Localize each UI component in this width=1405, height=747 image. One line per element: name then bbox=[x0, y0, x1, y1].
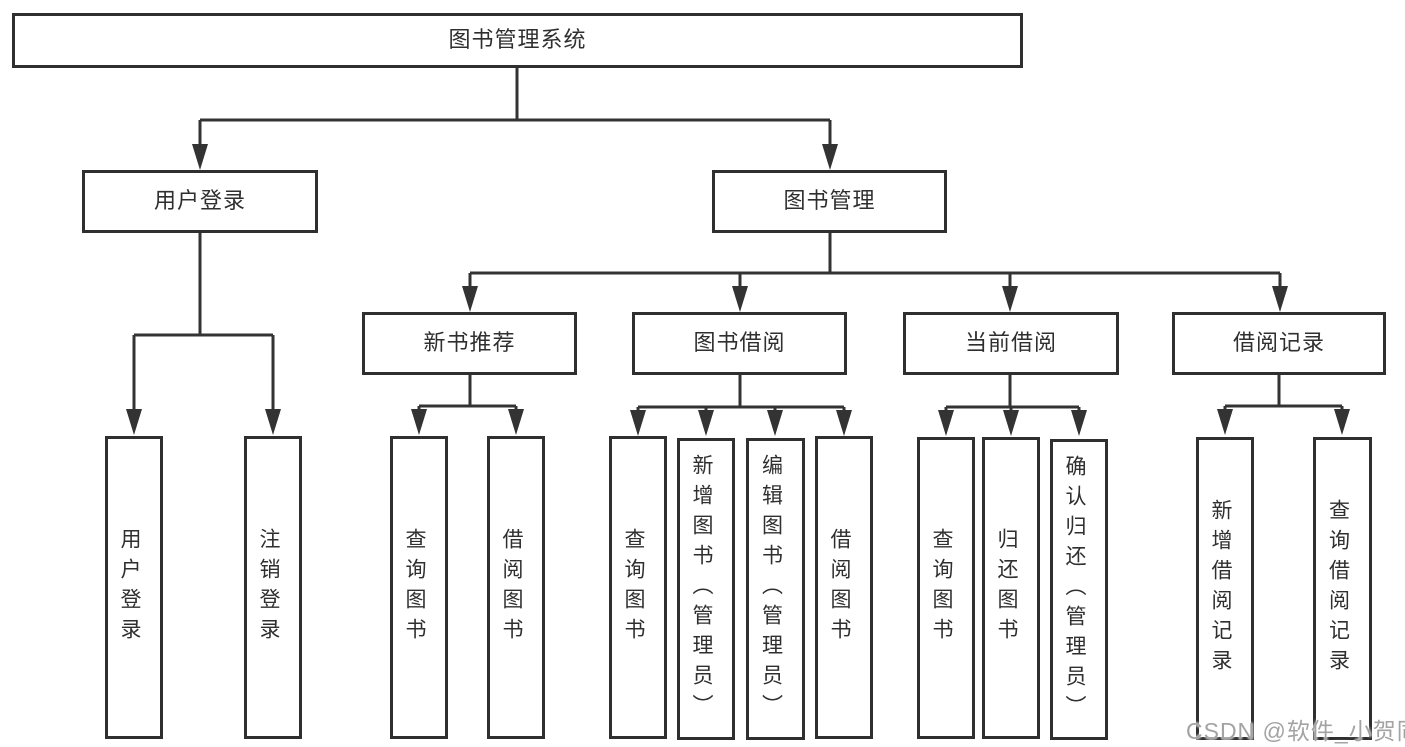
edge-new-book-children bbox=[417, 375, 518, 411]
node-label: 借阅图书 bbox=[828, 527, 851, 648]
node-root-system: 图书管理系统 bbox=[12, 13, 1023, 68]
node-borrow-record: 借阅记录 bbox=[1172, 312, 1386, 375]
leaf-cb-return-book: 归还图书 bbox=[982, 437, 1040, 739]
edge-book-mgmt-children bbox=[468, 233, 1282, 287]
node-label: 借阅记录 bbox=[1232, 330, 1325, 356]
node-book-borrow: 图书借阅 bbox=[632, 312, 847, 375]
edge-current-borrow-children bbox=[944, 375, 1081, 412]
node-label: 用户登录 bbox=[118, 527, 141, 648]
leaf-br-query-record: 查询借阅记录 bbox=[1313, 437, 1372, 740]
edge-user-login-children bbox=[132, 233, 275, 410]
node-label: 注销登录 bbox=[257, 527, 280, 648]
node-label: 编辑图书（管理员） bbox=[759, 454, 783, 724]
leaf-bb-add-book-admin: 新增图书（管理员） bbox=[677, 438, 735, 740]
leaf-logout-login: 注销登录 bbox=[244, 436, 302, 739]
node-label: 查询图书 bbox=[930, 528, 953, 648]
leaf-bb-query-book: 查询图书 bbox=[609, 436, 667, 739]
leaf-nbr-query-book: 查询图书 bbox=[390, 436, 448, 739]
csdn-watermark: CSDN @软件_小贺同学 bbox=[1186, 718, 1405, 744]
node-label: 确认归还（管理员） bbox=[1063, 454, 1086, 725]
node-label: 图书管理 bbox=[783, 188, 876, 214]
leaf-cb-query-book: 查询图书 bbox=[917, 437, 975, 739]
leaf-cb-confirm-return-admin: 确认归还（管理员） bbox=[1050, 439, 1108, 740]
node-new-book-recommend: 新书推荐 bbox=[362, 312, 577, 375]
leaf-br-add-record: 新增借阅记录 bbox=[1196, 437, 1254, 740]
node-label: 新书推荐 bbox=[423, 330, 516, 356]
edge-borrow-record-children bbox=[1223, 375, 1344, 411]
node-label: 用户登录 bbox=[153, 188, 246, 214]
leaf-bb-borrow-book: 借阅图书 bbox=[815, 436, 873, 739]
node-label: 新增借阅记录 bbox=[1209, 498, 1232, 679]
node-label: 查询借阅记录 bbox=[1326, 498, 1350, 679]
leaf-nbr-borrow-book: 借阅图书 bbox=[487, 436, 545, 739]
node-user-login: 用户登录 bbox=[82, 170, 318, 233]
leaf-bb-edit-book-admin: 编辑图书（管理员） bbox=[746, 438, 805, 740]
node-label: 当前借阅 bbox=[964, 330, 1057, 356]
node-label: 借阅图书 bbox=[500, 527, 523, 648]
node-label: 图书借阅 bbox=[693, 330, 786, 356]
leaf-user-login: 用户登录 bbox=[105, 436, 163, 739]
node-label: 归还图书 bbox=[995, 528, 1018, 648]
node-current-borrow: 当前借阅 bbox=[903, 312, 1119, 375]
node-label: 查询图书 bbox=[403, 527, 426, 648]
node-label: 新增图书（管理员） bbox=[690, 454, 713, 724]
node-label: 查询图书 bbox=[622, 527, 645, 648]
node-label: 图书管理系统 bbox=[448, 27, 587, 53]
edge-root-to-level2 bbox=[198, 68, 832, 146]
edge-book-borrow-children bbox=[636, 375, 846, 412]
node-book-management: 图书管理 bbox=[712, 170, 947, 233]
